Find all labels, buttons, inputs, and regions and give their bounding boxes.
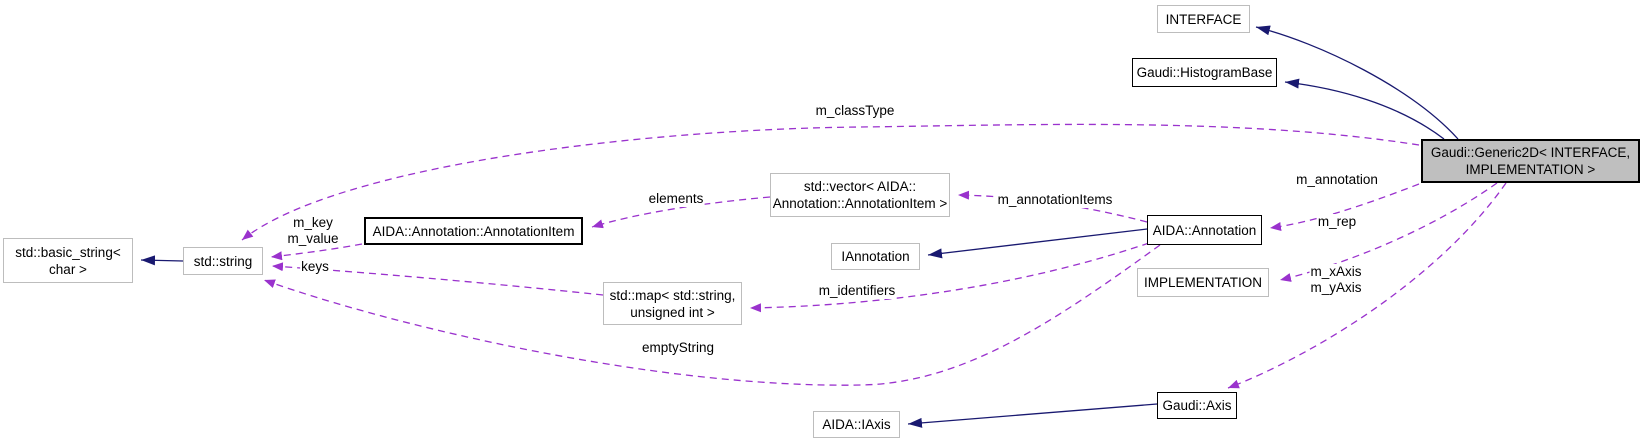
- edge-label-m-annotation: m_annotation: [1295, 172, 1379, 188]
- node-std-map-line2: unsigned int >: [630, 304, 715, 320]
- node-std-map: std::map< std::string, unsigned int >: [603, 282, 742, 325]
- node-gaudi-generic2d-line1: Gaudi::Generic2D< INTERFACE,: [1430, 145, 1631, 160]
- edge-label-m-annotationitems: m_annotationItems: [996, 192, 1114, 208]
- edge-usage-elements: [591, 196, 771, 229]
- node-std-map-line1: std::map< std::string,: [609, 287, 736, 303]
- node-interface: INTERFACE: [1157, 5, 1250, 33]
- edge-inherit-generic2d-interface: [1255, 25, 1459, 140]
- node-std-string-label: std::string: [193, 253, 253, 269]
- node-implementation: IMPLEMENTATION: [1137, 268, 1269, 297]
- node-std-vector-annotationitem: std::vector< AIDA:: Annotation::Annotati…: [770, 173, 950, 217]
- node-aida-annotation[interactable]: AIDA::Annotation: [1147, 215, 1262, 245]
- node-iannotation: IAnnotation: [831, 243, 920, 270]
- node-gaudi-generic2d: Gaudi::Generic2D< INTERFACE, IMPLEMENTAT…: [1421, 139, 1640, 183]
- node-aida-iaxis-label: AIDA::IAxis: [822, 417, 891, 432]
- edge-inherit-annotation-iannotation: [927, 228, 1148, 259]
- edge-usage-m-annotation: [1269, 183, 1420, 231]
- edge-label-elements: elements: [647, 191, 705, 207]
- node-gaudi-axis-label: Gaudi::Axis: [1162, 398, 1232, 413]
- node-iannotation-label: IAnnotation: [841, 249, 910, 264]
- edge-label-m-rep: m_rep: [1316, 214, 1358, 230]
- edge-inherit-string-basicstring: [140, 255, 184, 266]
- edge-usage-m-xaxis-m-yaxis: [1227, 182, 1507, 389]
- edge-inherit-axis-iaxis: [907, 403, 1158, 428]
- node-implementation-label: IMPLEMENTATION: [1143, 275, 1262, 290]
- edge-label-m-classtype: m_classType: [814, 103, 896, 119]
- edge-inherit-generic2d-histogrambase: [1284, 78, 1445, 140]
- edge-usage-emptystring: [263, 244, 1161, 386]
- edge-label-m-key-m-value: m_key m_value: [286, 215, 340, 247]
- node-std-basic-string: std::basic_string< char >: [3, 238, 133, 283]
- node-std-vector-line1: std::vector< AIDA::: [803, 179, 917, 194]
- node-std-vector-line2: Annotation::AnnotationItem >: [772, 196, 948, 211]
- edge-label-m-identifiers: m_identifiers: [817, 283, 897, 299]
- node-aida-iaxis: AIDA::IAxis: [813, 411, 900, 438]
- node-aida-annotation-annotationitem[interactable]: AIDA::Annotation::AnnotationItem: [364, 217, 583, 245]
- node-std-string: std::string: [183, 247, 263, 275]
- edge-label-emptystring: emptyString: [640, 340, 716, 356]
- node-annotationitem-label: AIDA::Annotation::AnnotationItem: [372, 223, 575, 239]
- node-gaudi-histogrambase[interactable]: Gaudi::HistogramBase: [1132, 58, 1277, 87]
- node-aida-annotation-label: AIDA::Annotation: [1152, 222, 1257, 238]
- node-gaudi-axis[interactable]: Gaudi::Axis: [1157, 392, 1237, 419]
- node-std-basic-string-line1: std::basic_string<: [15, 244, 121, 260]
- node-gaudi-histogrambase-label: Gaudi::HistogramBase: [1136, 65, 1273, 80]
- edge-label-keys: keys: [300, 259, 330, 275]
- node-gaudi-generic2d-line2: IMPLEMENTATION >: [1465, 162, 1596, 177]
- edge-label-m-xaxis-m-yaxis: m_xAxis m_yAxis: [1309, 264, 1363, 296]
- node-std-basic-string-line2: char >: [49, 261, 87, 277]
- edge-usage-m-key-m-value: [270, 243, 363, 261]
- node-interface-label: INTERFACE: [1165, 11, 1242, 27]
